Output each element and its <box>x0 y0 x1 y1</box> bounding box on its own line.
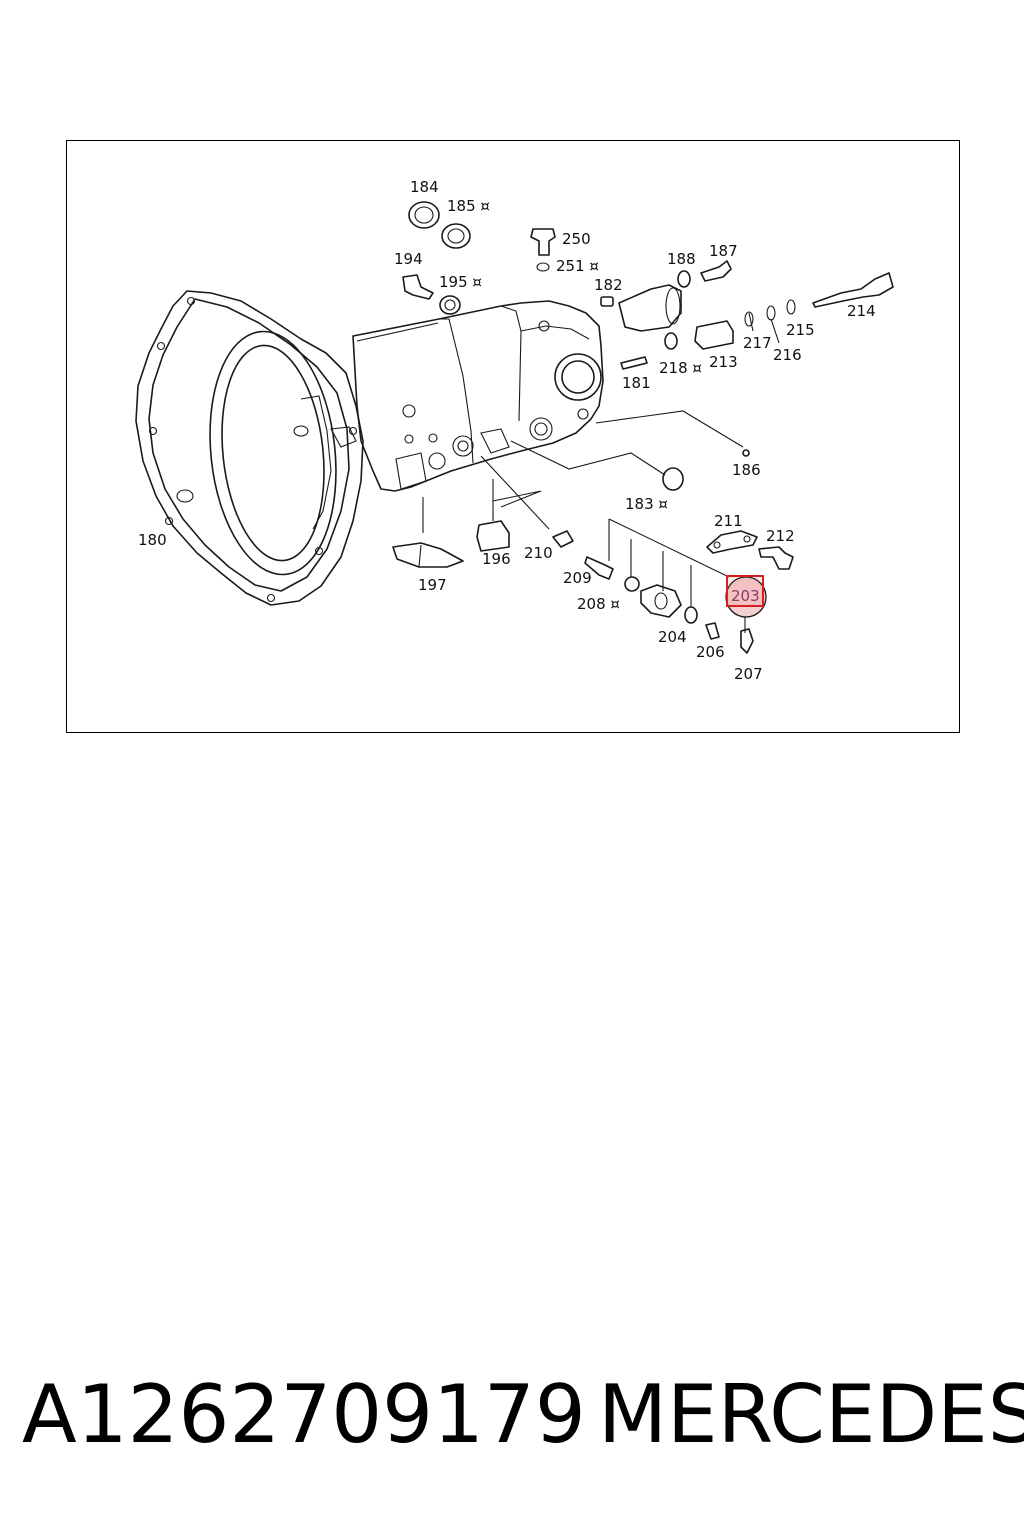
label-215: 215 <box>786 321 815 339</box>
label-195: 195 ¤ <box>439 273 482 291</box>
label-187: 187 <box>709 242 738 260</box>
label-208: 208 ¤ <box>577 595 620 613</box>
label-213: 213 <box>709 353 738 371</box>
label-217: 217 <box>743 334 772 352</box>
label-214: 214 <box>847 302 876 320</box>
highlight-box[interactable] <box>726 575 764 607</box>
label-181: 181 <box>622 374 651 392</box>
diagram-frame: 180 181 182 183 ¤ 184 185 ¤ 186 187 188 … <box>66 140 960 733</box>
label-203[interactable]: 203 <box>731 587 760 605</box>
label-250: 250 <box>562 230 591 248</box>
brand-text: MERCEDES <box>598 1368 1024 1461</box>
label-180: 180 <box>138 531 167 549</box>
bell-housing-drawing <box>135 290 364 606</box>
label-209: 209 <box>563 569 592 587</box>
label-185: 185 ¤ <box>447 197 490 215</box>
label-183: 183 ¤ <box>625 495 668 513</box>
part-labels: 180 181 182 183 ¤ 184 185 ¤ 186 187 188 … <box>138 178 876 683</box>
label-251: 251 ¤ <box>556 257 599 275</box>
label-194: 194 <box>394 250 423 268</box>
label-207: 207 <box>734 665 763 683</box>
label-218: 218 ¤ <box>659 359 702 377</box>
exploded-parts-diagram: 180 181 182 183 ¤ 184 185 ¤ 186 187 188 … <box>135 178 894 683</box>
small-parts-drawing <box>392 201 894 654</box>
part-number-text: A1262709179 <box>22 1368 586 1461</box>
label-182: 182 <box>594 276 623 294</box>
label-211: 211 <box>714 512 743 530</box>
label-186: 186 <box>732 461 761 479</box>
label-210: 210 <box>524 544 553 562</box>
label-212: 212 <box>766 527 795 545</box>
leader-lines <box>422 312 780 633</box>
transmission-case-drawing <box>352 300 604 492</box>
label-216: 216 <box>773 346 802 364</box>
label-197: 197 <box>418 576 447 594</box>
label-206: 206 <box>696 643 725 661</box>
label-204: 204 <box>658 628 687 646</box>
label-196: 196 <box>482 550 511 568</box>
label-188: 188 <box>667 250 696 268</box>
label-184: 184 <box>410 178 439 196</box>
